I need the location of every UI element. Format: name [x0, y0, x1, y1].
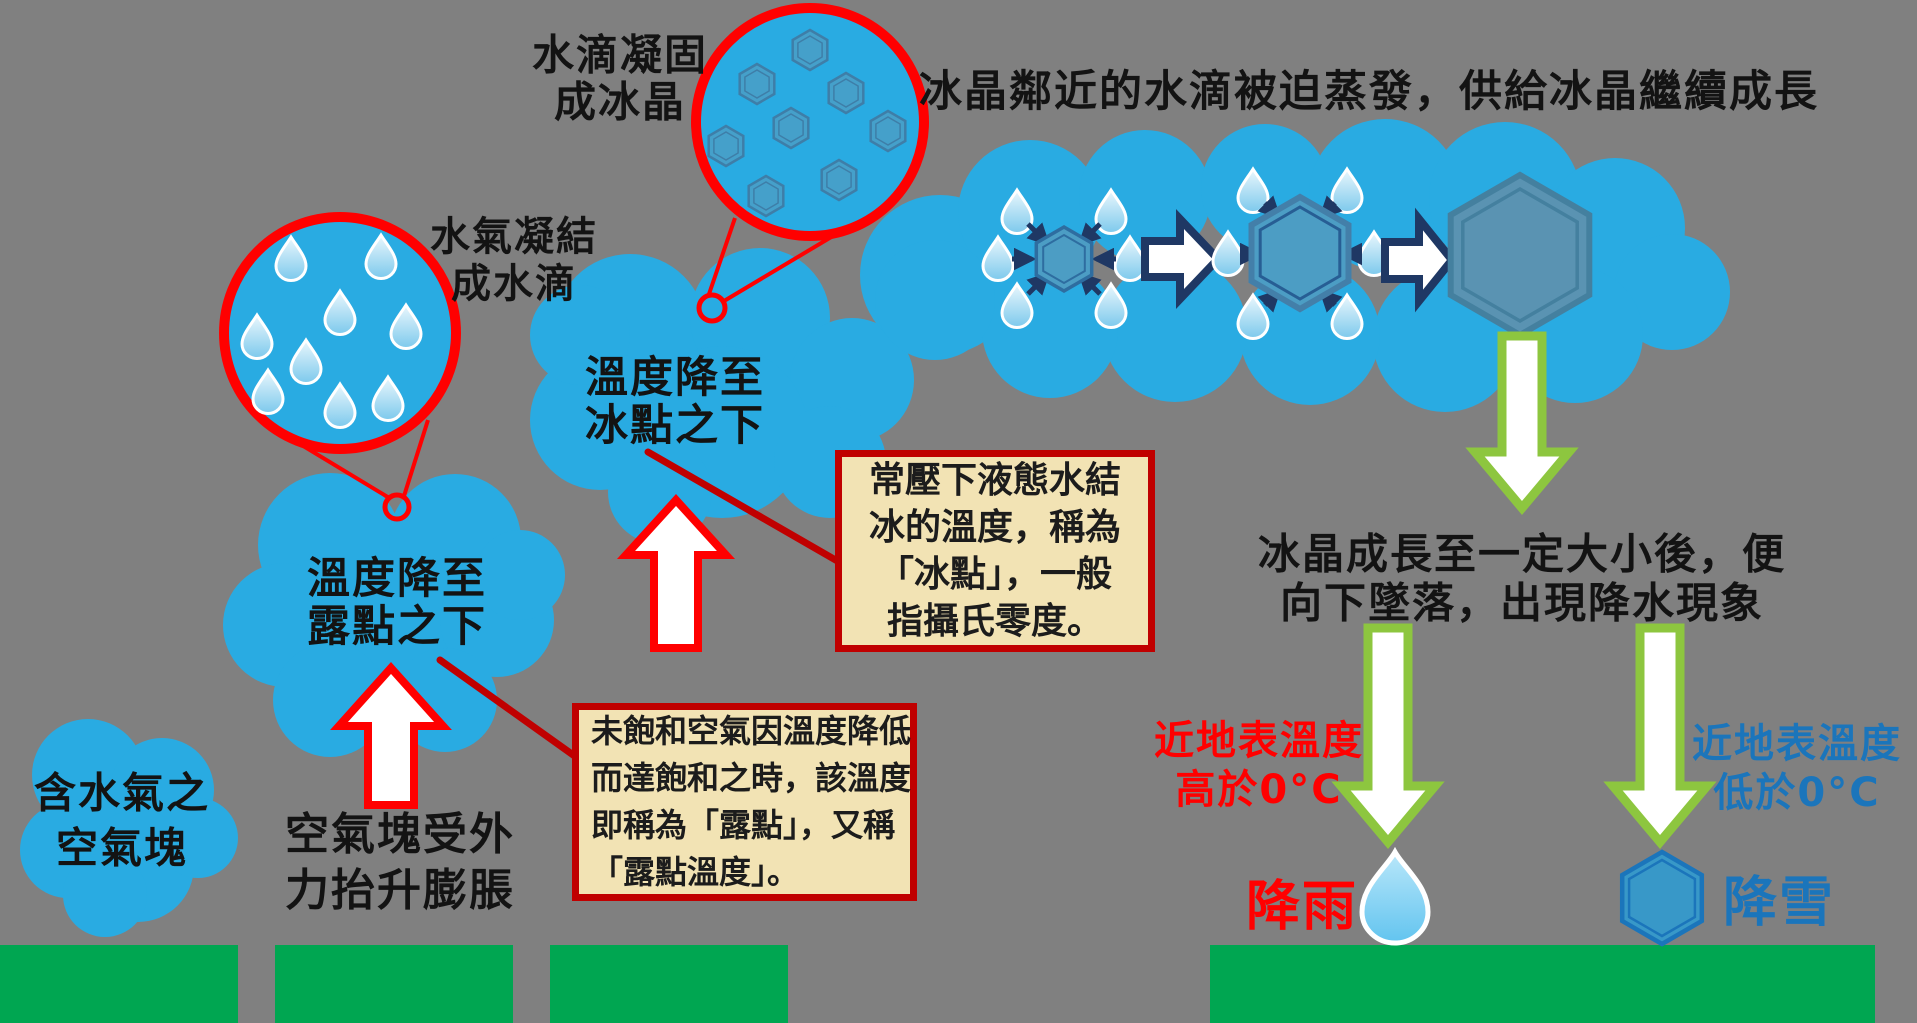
note-line: 常壓下液態水結 — [868, 460, 1121, 501]
growth-stage-1 — [981, 188, 1147, 329]
label-cloud-dew-line2: 露點之下 — [307, 602, 487, 652]
label-cloud-freezing-line2: 冰點之下 — [585, 401, 765, 451]
note-line: 冰的溫度，稱為 — [868, 507, 1121, 548]
rain-drop-icon — [1359, 846, 1431, 946]
label-uplift-line1: 空氣塊受外 — [285, 809, 515, 860]
note-line: 未飽和空氣因溫度降低 — [591, 712, 912, 750]
note-line: 即稱為「露點」，又稱 — [591, 806, 896, 844]
ice-crystal-icon-small — [1034, 225, 1094, 293]
label-cold-surface-line1: 近地表溫度 — [1692, 721, 1902, 767]
label-freeze-zoom-line2: 成冰晶 — [553, 77, 687, 127]
uplift-arrow-icon — [330, 662, 452, 809]
label-cloud-dew-line1: 溫度降至 — [307, 554, 487, 604]
dew-point-note: 未飽和空氣因溫度降低 而達飽和之時，該溫度 即稱為「露點」，又稱 「露點溫度」。 — [572, 703, 917, 901]
ground-bars — [0, 945, 1875, 1023]
next-stage-arrow-icon-2 — [1381, 207, 1458, 313]
snow-crystal-icon — [1622, 852, 1702, 944]
label-cloud-moist-line2: 空氣塊 — [55, 823, 189, 873]
ground-bar — [550, 945, 788, 1023]
note-line: 「冰點」，一般 — [877, 554, 1112, 595]
ice-crystal-zoom-circle — [691, 3, 929, 241]
label-cloud-moist-line1: 含水氣之 — [33, 768, 211, 818]
droplet-zoom-circle — [219, 212, 461, 454]
label-warm-surface-line2: 高於0°C — [1175, 767, 1343, 813]
label-condense-zoom-line2: 成水滴 — [451, 261, 577, 307]
label-growth-title: 冰晶鄰近的水滴被迫蒸發，供給冰晶繼續成長 — [919, 67, 1819, 117]
next-stage-arrow-icon — [1141, 208, 1224, 310]
ground-bar — [275, 945, 513, 1023]
cloud-moist-air — [20, 719, 238, 937]
snow-fall-arrow-icon — [1603, 623, 1717, 849]
zoom-target-circle-dew — [382, 492, 412, 522]
note-line: 指攝氏零度。 — [886, 601, 1103, 642]
label-uplift-line2: 力抬升膨脹 — [285, 865, 515, 916]
label-cloud-freezing-line1: 溫度降至 — [585, 353, 765, 403]
ice-crystal-icon-medium — [1252, 197, 1349, 309]
rain-fall-arrow-icon — [1331, 623, 1445, 849]
ground-bar — [1210, 945, 1875, 1023]
uplift-arrow-icon-2 — [616, 494, 736, 652]
label-rain: 降雨 — [1246, 874, 1358, 938]
label-cold-surface-line2: 低於0°C — [1713, 770, 1881, 816]
ground-bar — [0, 945, 238, 1023]
growth-stage-2 — [1211, 167, 1391, 340]
fall-arrow-icon — [1465, 331, 1579, 515]
note-line: 「露點溫度」。 — [591, 853, 800, 891]
dew-note-connector-line — [436, 656, 580, 761]
freezing-note-connector-line — [644, 448, 850, 570]
label-warm-surface-line1: 近地表溫度 — [1154, 718, 1364, 764]
label-condense-zoom-line1: 水氣凝結 — [430, 214, 598, 260]
freezing-point-note: 常壓下液態水結 冰的溫度，稱為 「冰點」，一般 指攝氏零度。 — [835, 450, 1155, 652]
zoom-target-circle-freeze — [696, 292, 728, 324]
label-falling-line2: 向下墜落，出現降水現象 — [1279, 578, 1765, 628]
note-line: 而達飽和之時，該溫度 — [591, 759, 912, 797]
cloud-freezing-point — [530, 248, 914, 544]
label-snow: 降雪 — [1723, 870, 1835, 934]
label-falling-line1: 冰晶成長至一定大小後，便 — [1257, 529, 1787, 579]
label-freeze-zoom-line1: 水滴凝固 — [531, 30, 709, 80]
